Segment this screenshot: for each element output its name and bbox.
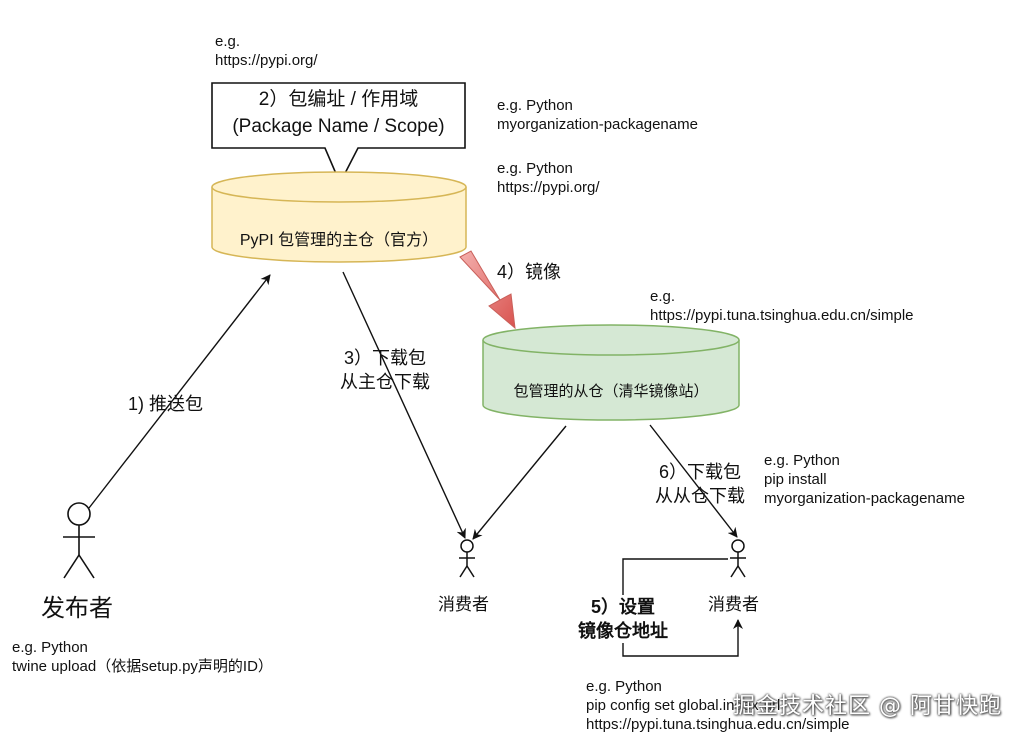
note-mirror-url: e.g. https://pypi.tuna.tsinghua.edu.cn/s… xyxy=(650,288,914,324)
mirror-to-consumer-main-arrow xyxy=(472,425,567,540)
note-main-repo-url: e.g. Python https://pypi.org/ xyxy=(497,160,600,196)
download-mirror-arrow xyxy=(649,424,738,538)
scope-callout-subtitle: (Package Name / Scope) xyxy=(232,116,445,137)
step-push-label: 1) 推送包 xyxy=(128,394,204,414)
mirror-arrow xyxy=(459,250,516,330)
main-repo-cylinder xyxy=(211,171,467,263)
consumer-main-stick-figure xyxy=(459,539,475,578)
download-main-arrow xyxy=(342,271,466,539)
publisher-stick-figure xyxy=(63,502,95,579)
note-pip-install: e.g. Python pip install myorganization-p… xyxy=(764,452,965,507)
push-arrow xyxy=(88,274,271,509)
consumer-main-label: 消费者 xyxy=(438,595,489,614)
step-download-main-label: 3）下载包 从主仓下载 xyxy=(340,348,430,392)
mirror-repo-cylinder xyxy=(482,324,740,421)
publisher-label: 发布者 xyxy=(41,595,113,622)
mirror-repo-label: 包管理的从仓（清华镜像站） xyxy=(513,383,709,400)
note-pip-config: e.g. Python pip config set global.index-… xyxy=(586,678,850,733)
note-twine: e.g. Python twine upload（依据setup.py声明的ID… xyxy=(12,639,273,675)
step-download-mirror-label: 6）下载包 从从仓下载 xyxy=(655,462,745,506)
consumer-mirror-stick-figure xyxy=(730,539,746,578)
step-mirror-label: 4）镜像 xyxy=(497,262,562,282)
note-scope-url: e.g. https://pypi.org/ xyxy=(215,33,318,69)
scope-callout-box xyxy=(211,82,466,185)
main-repo-label: PyPI 包管理的主仓（官方） xyxy=(239,232,439,249)
watermark: 掘金技术社区 @ 阿甘快跑 xyxy=(733,694,1002,719)
set-mirror-loop-arrow xyxy=(622,558,743,657)
note-package-name: e.g. Python myorganization-packagename xyxy=(497,97,698,133)
consumer-mirror-label: 消费者 xyxy=(708,595,759,614)
step-set-mirror-label: 5）设置 镜像仓地址 xyxy=(570,595,676,643)
scope-callout-title: 2）包编址 / 作用域 xyxy=(258,89,419,110)
scope-callout: 2）包编址 / 作用域 (Package Name / Scope) xyxy=(212,86,465,140)
